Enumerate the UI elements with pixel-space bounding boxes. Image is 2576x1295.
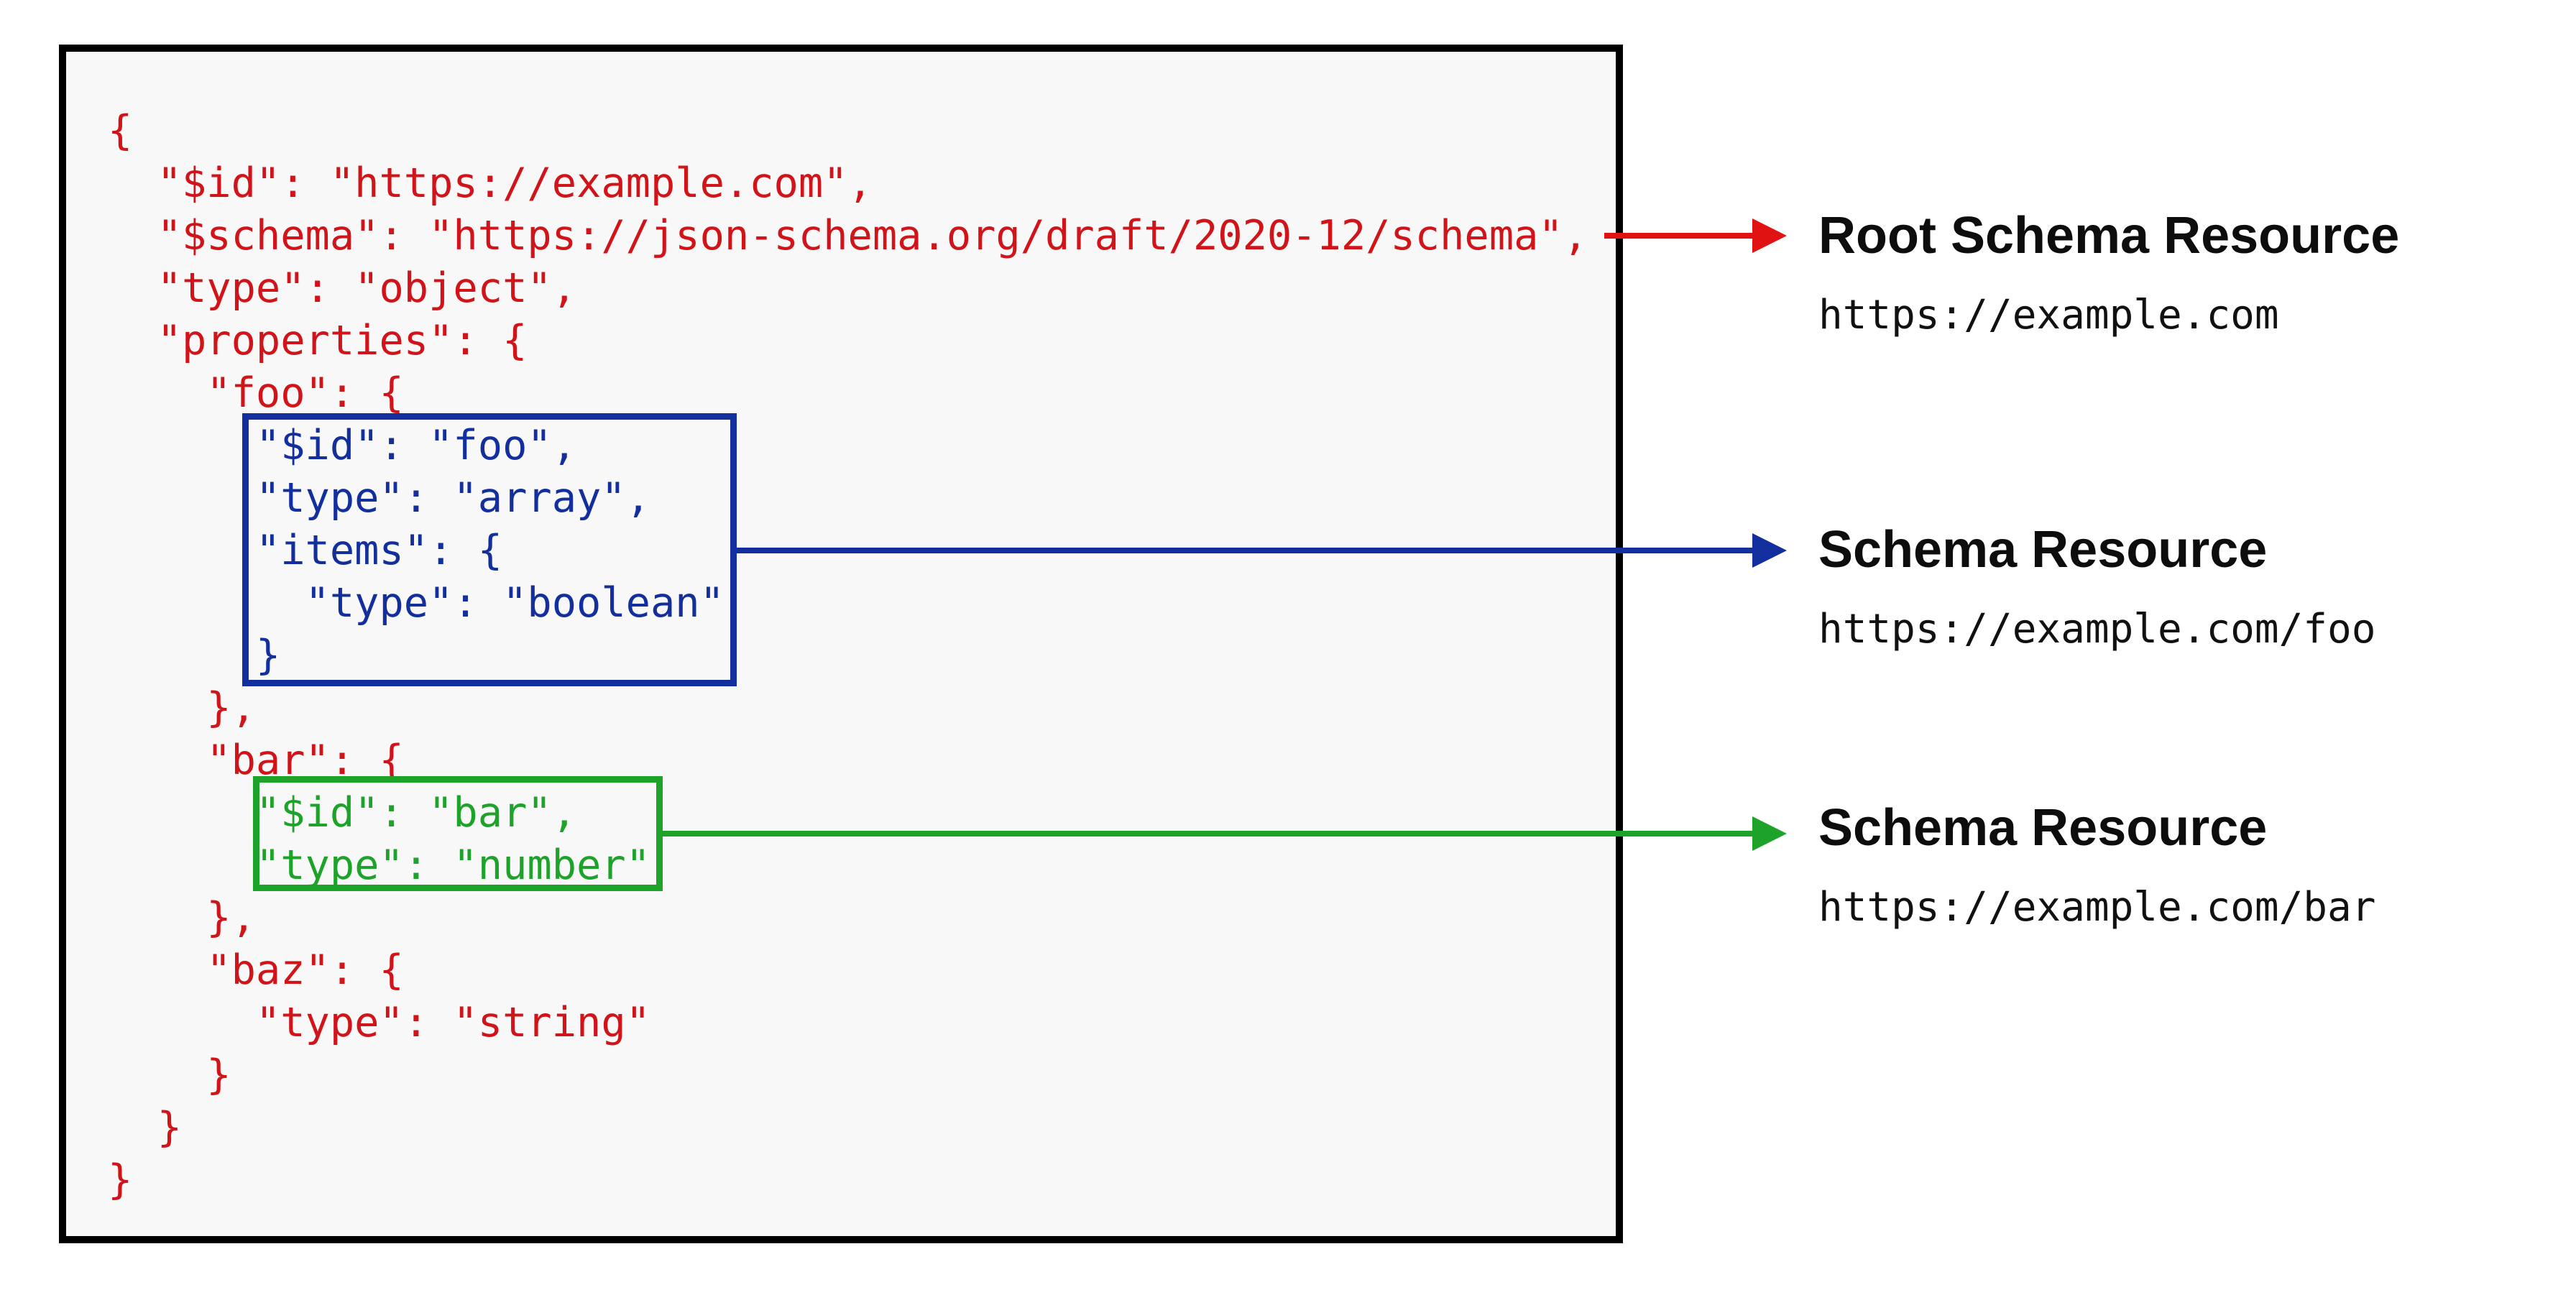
root-schema-url: https://example.com — [1818, 292, 2279, 338]
code-line-foo-schema: "$id": "foo", — [108, 422, 577, 469]
code-line-schema-keyword: "$schema": "https://json-schema.org/draf… — [108, 212, 1588, 259]
code-line-foo-schema: "type": "boolean" — [108, 579, 724, 627]
code-line: "$id": "https://example.com", — [108, 160, 873, 207]
code-line: "properties": { — [108, 317, 528, 364]
root-schema-annotation: Root Schema Resource https://example.com — [1818, 206, 2399, 339]
code-line: } — [108, 1156, 133, 1204]
code-line: }, — [108, 894, 256, 941]
code-line-foo-schema: "items": { — [108, 527, 503, 574]
code-line-foo-schema: } — [108, 632, 281, 679]
foo-schema-highlight-box — [242, 413, 737, 686]
bar-schema-arrow — [662, 816, 1787, 851]
root-schema-arrowhead-icon — [1752, 218, 1787, 253]
foo-schema-arrow-shaft — [737, 548, 1755, 553]
code-line-bar-schema: "type": "number" — [108, 842, 650, 889]
bar-schema-highlight-box — [253, 776, 663, 891]
code-line: } — [108, 1104, 182, 1151]
foo-schema-title: Schema Resource — [1818, 521, 2268, 579]
foo-schema-arrow — [737, 533, 1787, 568]
code-line: { — [108, 107, 133, 155]
code-line: }, — [108, 684, 256, 732]
bar-schema-title: Schema Resource — [1818, 799, 2268, 857]
bar-schema-arrowhead-icon — [1752, 816, 1787, 851]
code-line: "type": "object", — [108, 264, 577, 312]
foo-schema-arrowhead-icon — [1752, 533, 1787, 568]
bar-schema-url: https://example.com/bar — [1818, 884, 2376, 931]
code-line: "foo": { — [108, 369, 404, 417]
code-line: } — [108, 1051, 231, 1099]
bar-schema-annotation: Schema Resource https://example.com/bar — [1818, 798, 2375, 931]
code-line: "type": "string" — [108, 999, 650, 1046]
root-schema-title: Root Schema Resource — [1818, 207, 2400, 264]
code-block: { "$id": "https://example.com", "$schema… — [108, 105, 1588, 1207]
code-line-bar-schema: "$id": "bar", — [108, 789, 577, 837]
code-line: "baz": { — [108, 946, 404, 994]
root-schema-arrow-shaft — [1604, 233, 1755, 239]
foo-schema-url: https://example.com/foo — [1818, 606, 2376, 653]
code-panel: { "$id": "https://example.com", "$schema… — [59, 45, 1623, 1243]
bar-schema-arrow-shaft — [662, 831, 1755, 837]
foo-schema-annotation: Schema Resource https://example.com/foo — [1818, 520, 2375, 653]
root-schema-arrow — [1604, 218, 1787, 253]
code-line-foo-schema: "type": "array", — [108, 474, 650, 522]
